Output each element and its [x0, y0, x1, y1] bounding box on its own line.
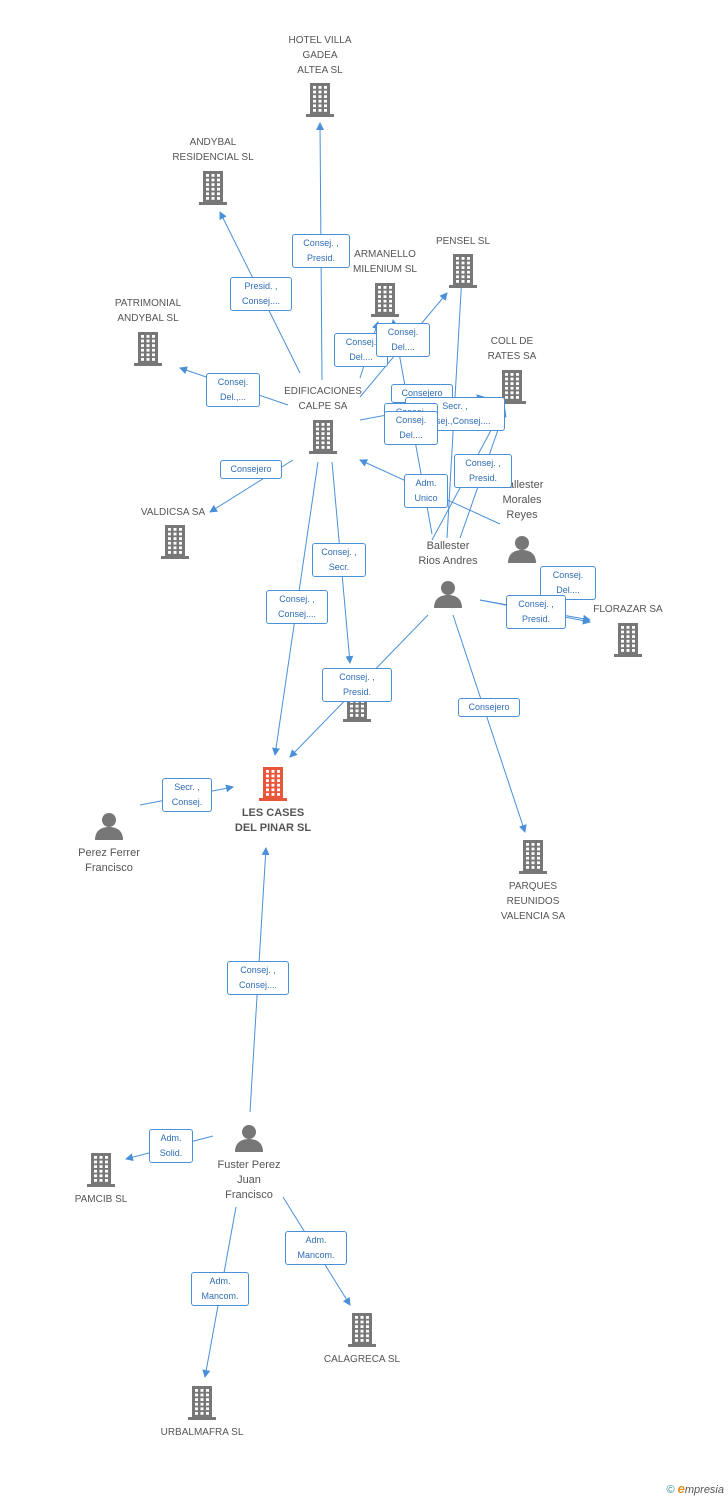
node-fuster[interactable]: Fuster Perez Juan Francisco [189, 1158, 309, 1203]
node-label: ARMANELLO MILENIUM SL [353, 249, 417, 275]
node-label: FLORAZAR SA [593, 604, 663, 615]
edge-label-edificaciones-to-rosa[interactable]: Consej. , Secr. [312, 543, 366, 577]
building-icon [498, 370, 526, 409]
edge-label-edificaciones-to-pensel[interactable]: Consej. Del.... [376, 323, 430, 357]
building-icon [134, 332, 162, 371]
building-icon [309, 420, 337, 459]
building-icon [371, 283, 399, 322]
node-coll[interactable]: COLL DE RATES SA [452, 334, 572, 364]
node-valdicsa[interactable]: VALDICSA SA [113, 505, 233, 520]
edge-label-edificaciones-to-valdicsa[interactable]: Consejero [220, 460, 282, 479]
node-label: PENSEL SL [435, 236, 491, 247]
building-icon [519, 840, 547, 879]
node-florazar[interactable]: FLORAZAR SA [568, 602, 688, 617]
edge-label-ballester_rios-to-pensel[interactable]: Consej. Del.... [384, 411, 438, 445]
edge-label-ballester_rios-to-florazar[interactable]: Consej. Del.... [540, 566, 596, 600]
brand-name: mpresia [684, 1484, 724, 1496]
edge-ballester_rios-to-parques [452, 614, 527, 833]
edge-label-edificaciones-to-patrimonial[interactable]: Consej. Del.,... [206, 373, 260, 407]
building-icon [614, 623, 642, 662]
node-patrimonial[interactable]: PATRIMONIAL ANDYBAL SL [88, 296, 208, 326]
building-icon [306, 83, 334, 122]
node-label: PATRIMONIAL ANDYBAL SL [114, 298, 182, 324]
node-parques[interactable]: PARQUES REUNIDOS VALENCIA SA [473, 879, 593, 924]
node-urbalmafra[interactable]: URBALMAFRA SL [142, 1425, 262, 1440]
building-icon [449, 254, 477, 293]
node-label: PAMCIB SL [74, 1194, 128, 1205]
brand-initial: e [677, 1481, 685, 1496]
node-perez[interactable]: Perez Ferrer Francisco [49, 846, 169, 876]
edge-label-ballester_rios-to-lescases[interactable]: Consej. , Presid. [322, 668, 392, 702]
edge-label-ballester_rios-to-coll[interactable]: Consej. , Presid. [454, 454, 512, 488]
edge-label-ballester_morales-to-edificaciones[interactable]: Adm. Unico [404, 474, 448, 508]
person-icon [94, 812, 124, 845]
edge-label-edificaciones-to-armanello[interactable]: Consej. Del.... [334, 333, 388, 367]
building-icon [348, 1313, 376, 1352]
node-label: LES CASES DEL PINAR SL [234, 807, 312, 834]
node-pensel[interactable]: PENSEL SL [403, 234, 523, 249]
edge-label-ballester_rios-to-florazar[interactable]: Consej. , Presid. [506, 595, 566, 629]
node-andybal-res[interactable]: ANDYBAL RESIDENCIAL SL [153, 135, 273, 165]
node-label: VALDICSA SA [140, 507, 206, 518]
person-icon [507, 535, 537, 568]
edge-label-fuster-to-calagreca[interactable]: Adm. Mancom. [285, 1231, 347, 1265]
node-label: COLL DE RATES SA [487, 336, 537, 362]
node-lescases[interactable]: LES CASES DEL PINAR SL [213, 806, 333, 836]
node-label: URBALMAFRA SL [160, 1427, 244, 1438]
node-ballester-rios[interactable]: Ballester Rios Andres [388, 539, 508, 569]
node-label: HOTEL VILLA GADEA ALTEA SL [288, 35, 352, 76]
node-armanello[interactable]: ARMANELLO MILENIUM SL [325, 247, 445, 277]
edge-label-fuster-to-urbalmafra[interactable]: Adm. Mancom. [191, 1272, 249, 1306]
edge-label-edificaciones-to-lescases[interactable]: Consej. , Consej.... [266, 590, 328, 624]
node-label: Ballester Rios Andres [418, 540, 478, 567]
building-icon [161, 525, 189, 564]
edge-label-fuster-to-pamcib[interactable]: Adm. Solid. [149, 1129, 193, 1163]
node-label: Fuster Perez Juan Francisco [217, 1159, 281, 1201]
node-edificaciones[interactable]: EDIFICACIONES CALPE SA [263, 384, 383, 414]
person-icon [234, 1124, 264, 1157]
building-icon [188, 1386, 216, 1425]
node-label: Perez Ferrer Francisco [78, 847, 140, 874]
node-label: PARQUES REUNIDOS VALENCIA SA [500, 881, 566, 922]
node-label: ANDYBAL RESIDENCIAL SL [172, 137, 254, 163]
node-hotel[interactable]: HOTEL VILLA GADEA ALTEA SL [260, 33, 380, 78]
node-calagreca[interactable]: CALAGRECA SL [302, 1352, 422, 1367]
edge-label-fuster-to-lescases[interactable]: Consej. , Consej.... [227, 961, 289, 995]
copyright-symbol: © [666, 1484, 675, 1496]
node-pamcib[interactable]: PAMCIB SL [41, 1192, 161, 1207]
person-icon [433, 580, 463, 613]
footer-brand: © empresia [666, 1481, 724, 1496]
edge-label-edificaciones-to-hotel[interactable]: Consej. , Presid. [292, 234, 350, 268]
building-icon [87, 1153, 115, 1192]
building-icon [259, 767, 287, 806]
edge-label-edificaciones-to-andybal_res[interactable]: Presid. , Consej.... [230, 277, 292, 311]
node-label: CALAGRECA SL [323, 1354, 401, 1365]
edge-label-ballester_rios-to-parques[interactable]: Consejero [458, 698, 520, 717]
edge-label-perez-to-lescases[interactable]: Secr. , Consej. [162, 778, 212, 812]
building-icon [199, 171, 227, 210]
node-label: EDIFICACIONES CALPE SA [284, 386, 362, 412]
